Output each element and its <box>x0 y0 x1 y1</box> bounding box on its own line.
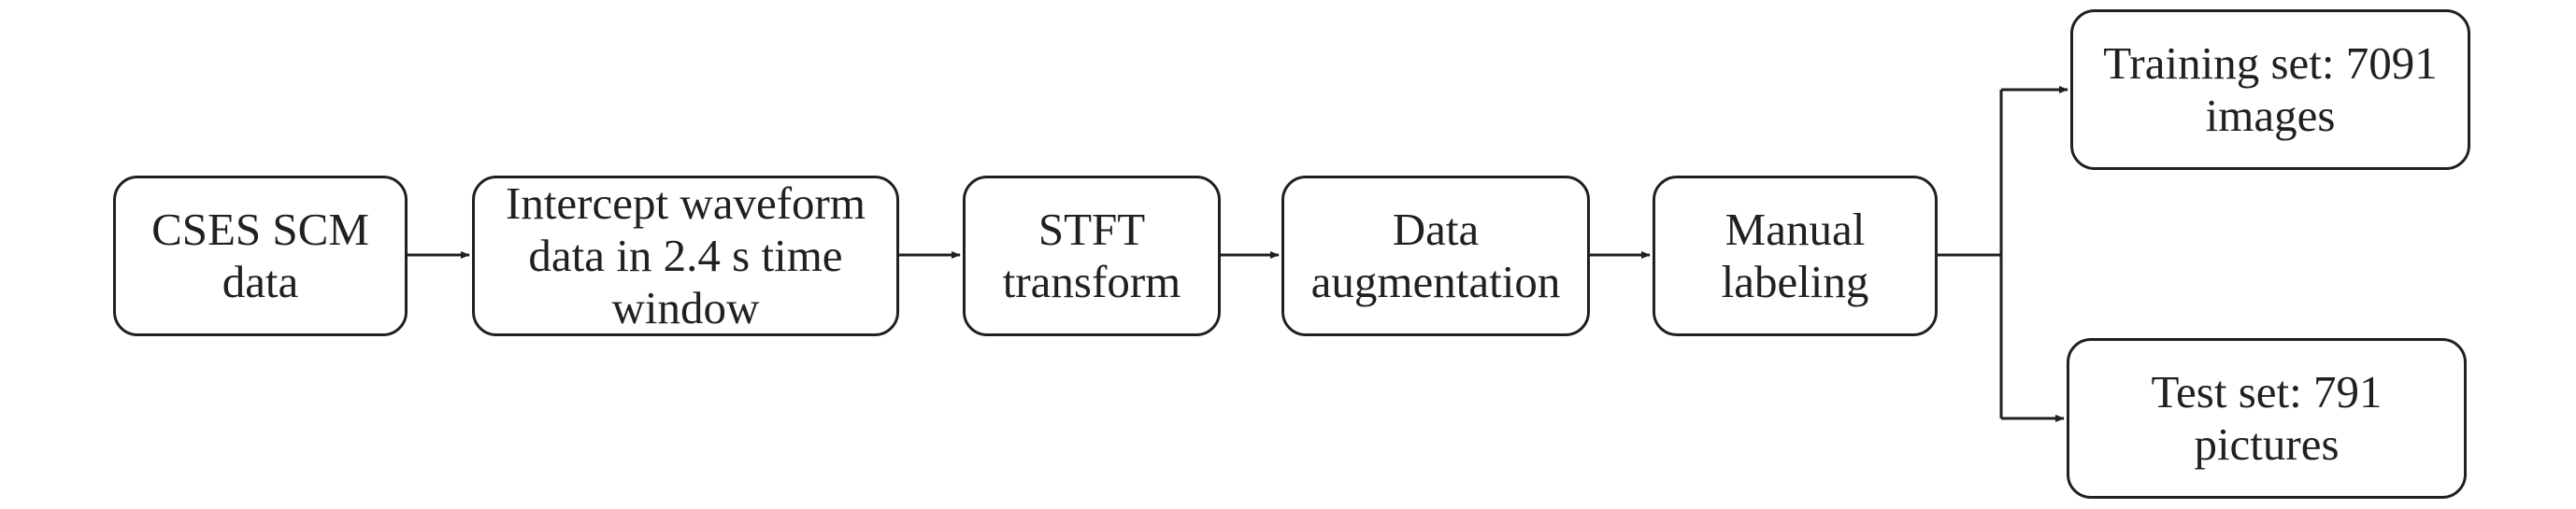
branch-connector <box>1938 90 2003 418</box>
